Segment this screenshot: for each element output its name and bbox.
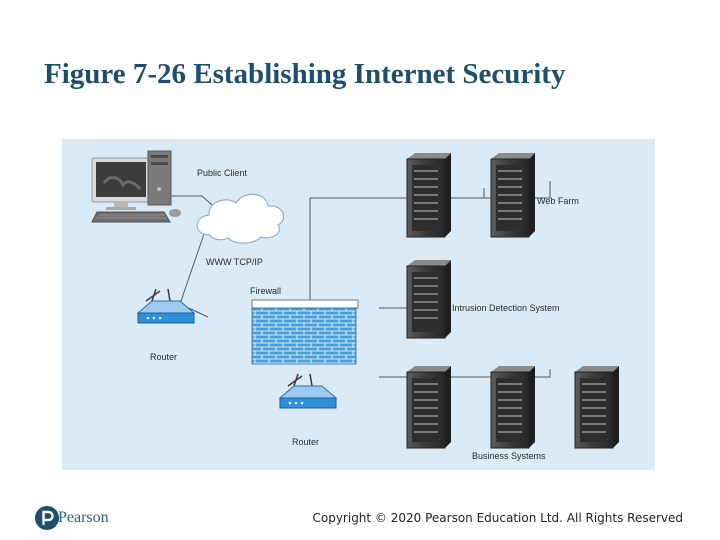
label-firewall: Firewall	[250, 286, 281, 296]
router-icon	[278, 373, 338, 409]
router-icon	[136, 288, 196, 324]
server-icon	[406, 153, 451, 238]
server-icon	[490, 153, 535, 238]
cloud-icon	[196, 193, 285, 244]
pearson-wordmark: Pearson	[58, 509, 109, 526]
server-icon	[574, 366, 619, 449]
label-intrusion-detection: Intrusion Detection System	[452, 303, 560, 313]
label-router-bottom: Router	[292, 437, 319, 447]
label-web-farm: Web Farm	[537, 196, 579, 206]
network-diagram: Public Client WWW TCP/IP Firewall Router…	[62, 139, 655, 470]
workstation-icon	[91, 150, 181, 223]
server-icon	[406, 260, 451, 339]
server-icon	[406, 366, 451, 449]
label-business-systems: Business Systems	[472, 451, 546, 461]
server-icon	[490, 366, 535, 449]
firewall-icon	[251, 299, 359, 365]
label-www-tcpip: WWW TCP/IP	[206, 257, 263, 267]
label-router-left: Router	[150, 352, 177, 362]
slide-title: Figure 7-26 Establishing Internet Securi…	[44, 58, 566, 90]
copyright-notice: Copyright © 2020 Pearson Education Ltd. …	[312, 511, 683, 525]
label-public-client: Public Client	[197, 168, 248, 178]
pearson-logo	[35, 506, 59, 530]
